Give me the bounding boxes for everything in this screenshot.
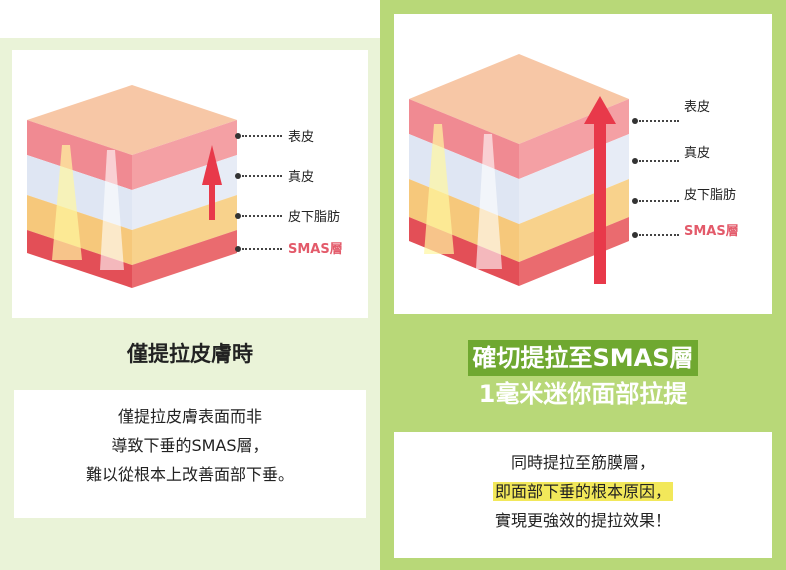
layer-label-epidermis: 表皮 xyxy=(288,130,315,145)
layer-leader-line xyxy=(242,175,282,177)
right-skin-diagram xyxy=(394,14,772,314)
layer-leader-line xyxy=(242,248,282,250)
layer-label-smas: SMAS層 xyxy=(288,242,343,257)
layer-leader-line xyxy=(242,135,282,137)
layer-label-smas: SMAS層 xyxy=(684,224,739,239)
heading-line: 1毫米迷你面部拉提 xyxy=(478,380,688,408)
layer-marker-dot xyxy=(235,246,241,252)
desc-line-highlight-wrap: 即面部下垂的根本原因， xyxy=(394,477,772,506)
right-comparison-panel: 表皮 真皮 皮下脂肪 SMAS層 確切提拉至SMAS層 1毫米迷你面部拉提 同時… xyxy=(380,0,786,570)
desc-line: 僅提拉皮膚表面而非 xyxy=(117,407,262,426)
desc-line: 實現更強效的提拉效果！ xyxy=(494,511,671,530)
layer-marker-dot xyxy=(235,173,241,179)
layer-label-epidermis: 表皮 xyxy=(684,100,711,115)
layer-leader-line xyxy=(639,200,679,202)
layer-label-fat: 皮下脂肪 xyxy=(684,188,737,203)
desc-line: 同時提拉至筋膜層， xyxy=(510,453,655,472)
left-comparison-panel: 表皮 真皮 皮下脂肪 SMAS層 僅提拉皮膚時 僅提拉皮膚表面而非 導致下垂的S… xyxy=(0,38,380,570)
layer-leader-line xyxy=(242,215,282,217)
right-heading: 確切提拉至SMAS層 1毫米迷你面部拉提 xyxy=(380,340,786,412)
left-skin-diagram xyxy=(12,50,368,318)
layer-label-dermis: 真皮 xyxy=(288,170,315,185)
layer-label-dermis: 真皮 xyxy=(684,146,711,161)
skin-layers-illustration-right xyxy=(409,54,629,286)
layer-label-fat: 皮下脂肪 xyxy=(288,210,341,225)
layer-leader-line xyxy=(639,234,679,236)
layer-marker-dot xyxy=(235,133,241,139)
skin-layers-illustration-left xyxy=(27,85,237,288)
right-description: 同時提拉至筋膜層， 即面部下垂的根本原因， 實現更強效的提拉效果！ xyxy=(394,432,772,558)
desc-line-highlighted: 即面部下垂的根本原因， xyxy=(492,482,673,501)
layer-marker-dot xyxy=(632,158,638,164)
left-heading: 僅提拉皮膚時 xyxy=(127,342,253,366)
layer-marker-dot xyxy=(632,118,638,124)
layer-leader-line xyxy=(639,120,679,122)
heading-line: 確切提拉至SMAS層 xyxy=(468,340,698,376)
desc-line: 難以從根本上改善面部下垂。 xyxy=(85,465,294,484)
layer-leader-line xyxy=(639,160,679,162)
layer-marker-dot xyxy=(632,232,638,238)
desc-line: 導致下垂的SMAS層， xyxy=(111,436,269,455)
left-description: 僅提拉皮膚表面而非 導致下垂的SMAS層， 難以從根本上改善面部下垂。 xyxy=(14,390,366,518)
layer-marker-dot xyxy=(235,213,241,219)
layer-marker-dot xyxy=(632,198,638,204)
